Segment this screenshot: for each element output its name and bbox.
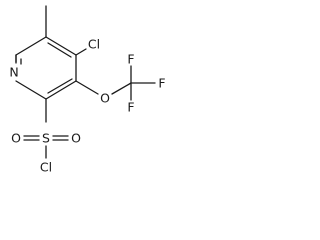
bond-n-c2 [15,80,47,100]
atom-label-f-top: F [127,52,134,67]
bond-c4-cl [75,48,87,56]
bond-c3-o [75,80,99,95]
bond-o-cf3 [111,82,132,95]
chemical-structure-diagram: N Cl O F F F S O O Cl [9,5,166,175]
bond-c2-c3-double [47,78,73,94]
bond-c5-c6 [15,36,47,56]
bond-c4-c5-double [47,42,72,58]
pyridine-ring [15,36,77,100]
atom-label-f-bottom: F [127,100,134,115]
atom-label-o-sulfonyl-right: O [71,131,81,146]
atom-label-o-ether: O [100,91,110,106]
atom-label-o-sulfonyl-left: O [11,131,21,146]
atom-label-s: S [42,131,50,146]
atom-label-n: N [9,65,18,80]
atom-label-cl-ring: Cl [88,37,100,52]
bond-c2-c3 [45,80,77,100]
atom-label-cl-sulfonyl: Cl [40,160,52,175]
substituents [23,5,156,159]
atom-label-f-right: F [158,76,165,91]
bond-c4-c5 [45,36,77,56]
atom-labels: N Cl O F F F S O O Cl [9,37,165,175]
